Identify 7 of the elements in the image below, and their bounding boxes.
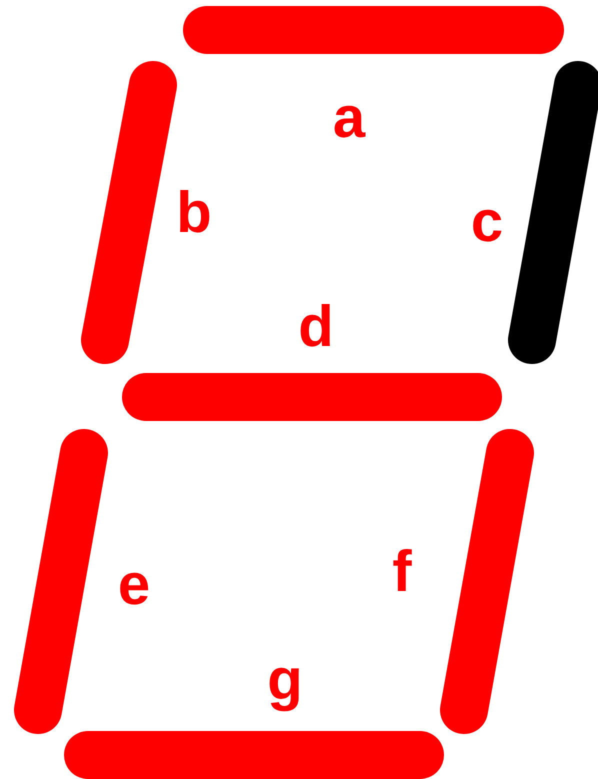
segment-label: a [332,89,366,147]
segment-label: c [470,193,504,251]
segment-label: e [118,556,150,614]
segment-label: d [298,298,334,356]
segment-label: f [392,543,412,601]
segment-label: b [176,184,212,242]
segment-label: g [267,651,303,709]
